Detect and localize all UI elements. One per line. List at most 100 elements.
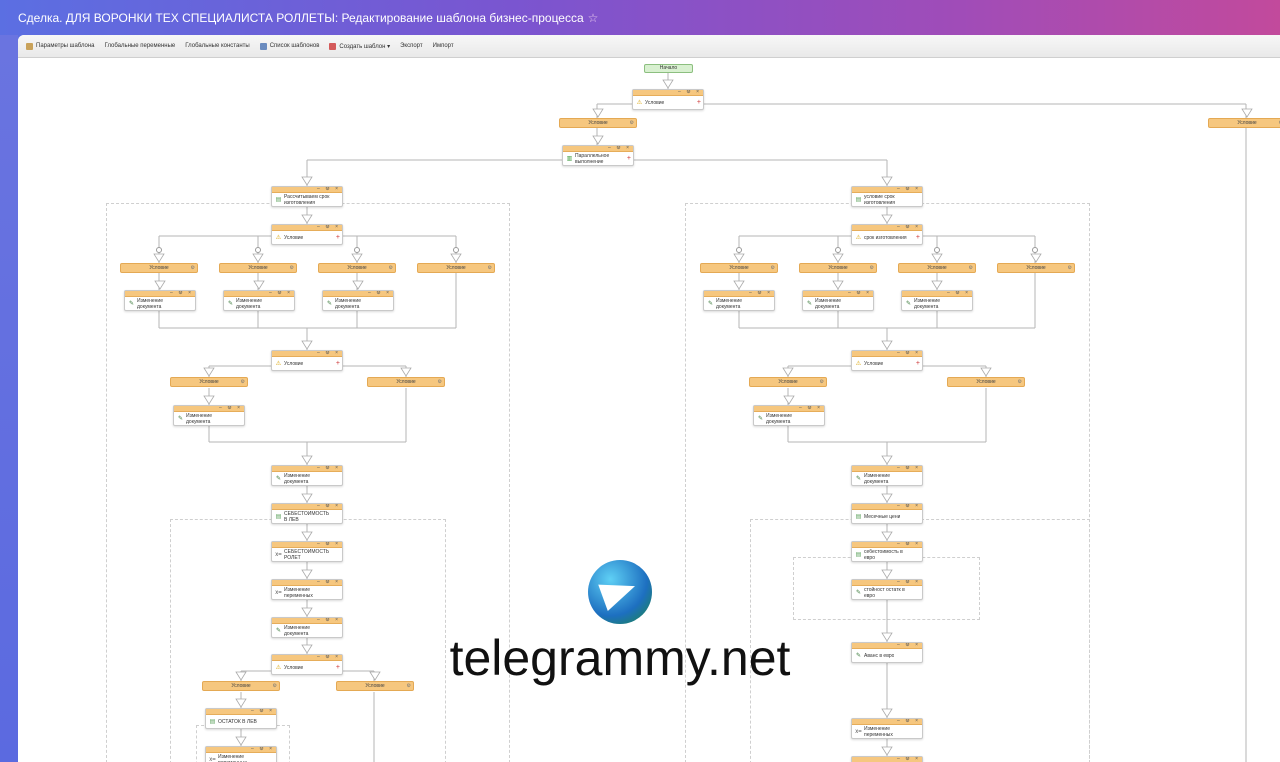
branch-block[interactable]: Условие⚙ [120,263,198,273]
activity-controls-icon[interactable]: – ⚙ × [897,643,920,648]
activity-block[interactable]: – ⚙ ×⚠срок изготовления+ [851,224,923,245]
activity-controls-icon[interactable]: – ⚙ × [749,291,772,296]
gear-icon[interactable]: ⚙ [272,683,277,689]
start-block[interactable]: Начало [644,64,693,73]
activity-block[interactable]: – ⚙ ×▤Рассчитываем срок изготовления дет… [271,186,343,207]
gear-icon[interactable]: ⚙ [819,379,824,385]
gear-icon[interactable]: ⚙ [190,265,195,271]
workflow-canvas[interactable]: Начало – ⚙ ×⚠Условие+ Условие⚙ Условие⚙ – ⚙ … [18,35,1280,762]
activity-block[interactable]: – ⚙ ×▤СЕБЕСТОИМОСТЬ В ЛЕВ [271,503,343,524]
activity-block[interactable]: – ⚙ ×✎Изменение документа [124,290,196,311]
activity-controls-icon[interactable]: – ⚙ × [897,187,920,192]
add-branch-icon[interactable]: + [915,360,920,367]
activity-controls-icon[interactable]: – ⚙ × [897,542,920,547]
activity-controls-icon[interactable]: – ⚙ × [897,719,920,724]
activity-controls-icon[interactable]: – ⚙ × [897,466,920,471]
activity-controls-icon[interactable]: – ⚙ × [368,291,391,296]
gear-icon[interactable]: ⚙ [629,120,634,126]
branch-block[interactable]: Условие⚙ [799,263,877,273]
branch-block[interactable]: Условие⚙ [367,377,445,387]
activity-block[interactable]: – ⚙ ×▤себестоимость в евро [851,541,923,562]
activity-controls-icon[interactable]: – ⚙ × [897,580,920,585]
activity-block[interactable]: – ⚙ ×x=Изменение переменных [205,746,277,762]
activity-block[interactable]: – ⚙ ×✎Изменение документа [753,405,825,426]
branch-block[interactable]: Условие⚙ [947,377,1025,387]
gear-icon[interactable]: ⚙ [240,379,245,385]
gear-icon[interactable]: ⚙ [289,265,294,271]
branch-block[interactable]: Условие⚙ [202,681,280,691]
activity-controls-icon[interactable]: – ⚙ × [897,225,920,230]
add-branch-icon[interactable]: + [335,664,340,671]
activity-controls-icon[interactable]: – ⚙ × [317,504,340,509]
activity-block[interactable]: – ⚙ ×✎Изменение документа [173,405,245,426]
toolbar-button-3[interactable]: Список шаблонов [259,42,319,50]
activity-block[interactable]: – ⚙ ×✎Изменение документа [851,465,923,486]
gear-icon[interactable]: ⚙ [388,265,393,271]
activity-controls-icon[interactable]: – ⚙ × [897,351,920,356]
activity-block[interactable]: – ⚙ ×✎Изменение документа [223,290,295,311]
branch-block[interactable]: Условие⚙ [559,118,637,128]
activity-block[interactable]: – ⚙ ×⚠Условие+ [851,350,923,371]
activity-block[interactable]: – ⚙ ×▥Параллельное выполнение+ [562,145,634,166]
add-branch-icon[interactable]: + [915,234,920,241]
activity-controls-icon[interactable]: – ⚙ × [317,351,340,356]
activity-controls-icon[interactable]: – ⚙ × [317,187,340,192]
activity-block[interactable]: – ⚙ ×✎Изменение документа [271,617,343,638]
gear-icon[interactable]: ⚙ [487,265,492,271]
gear-icon[interactable]: ⚙ [437,379,442,385]
activity-block[interactable]: – ⚙ ×⚠Условие+ [632,89,704,110]
toolbar-button-6[interactable]: Импорт [433,43,454,49]
activity-block[interactable]: – ⚙ ×x=Изменение переменных [851,718,923,739]
activity-block[interactable]: – ⚙ ×✎Изменение документа [271,465,343,486]
branch-block[interactable]: Условие⚙ [318,263,396,273]
branch-block[interactable]: Условие⚙ [898,263,976,273]
add-branch-icon[interactable]: + [626,155,631,162]
branch-block[interactable]: Условие⚙ [219,263,297,273]
activity-controls-icon[interactable]: – ⚙ × [317,466,340,471]
toolbar-button-4[interactable]: Создать шаблон ▾ [329,42,390,50]
activity-controls-icon[interactable]: – ⚙ × [317,655,340,660]
activity-controls-icon[interactable]: – ⚙ × [317,542,340,547]
gear-icon[interactable]: ⚙ [869,265,874,271]
activity-controls-icon[interactable]: – ⚙ × [897,504,920,509]
activity-controls-icon[interactable]: – ⚙ × [219,406,242,411]
activity-block[interactable]: – ⚙ ×✎Изменение документа [901,290,973,311]
gear-icon[interactable]: ⚙ [1017,379,1022,385]
branch-block[interactable]: Условие⚙ [997,263,1075,273]
activity-controls-icon[interactable]: – ⚙ × [251,709,274,714]
gear-icon[interactable]: ⚙ [1067,265,1072,271]
branch-block[interactable]: Условие⚙ [336,681,414,691]
activity-controls-icon[interactable]: – ⚙ × [170,291,193,296]
toolbar-button-0[interactable]: Параметры шаблона [26,42,95,50]
activity-block[interactable]: – ⚙ ×▤условие срок изготовления [851,186,923,207]
activity-block[interactable]: – ⚙ ×▤Месечные цени [851,503,923,524]
activity-block[interactable]: – ⚙ ×✎Изменение документа [802,290,874,311]
activity-controls-icon[interactable]: – ⚙ × [317,225,340,230]
activity-controls-icon[interactable]: – ⚙ × [947,291,970,296]
activity-block[interactable]: – ⚙ ×✎ [851,756,923,762]
activity-controls-icon[interactable]: – ⚙ × [848,291,871,296]
add-branch-icon[interactable]: + [335,360,340,367]
activity-block[interactable]: – ⚙ ×✎Изменение документа [703,290,775,311]
activity-block[interactable]: – ⚙ ×✎стойност остатк в евро [851,579,923,600]
activity-block[interactable]: – ⚙ ×⚠Условие+ [271,654,343,675]
activity-controls-icon[interactable]: – ⚙ × [897,757,920,762]
activity-block[interactable]: – ⚙ ×✎Изменение документа [322,290,394,311]
toolbar-button-2[interactable]: Глобальные константы [185,43,249,49]
activity-controls-icon[interactable]: – ⚙ × [317,580,340,585]
add-branch-icon[interactable]: + [335,234,340,241]
gear-icon[interactable]: ⚙ [770,265,775,271]
activity-controls-icon[interactable]: – ⚙ × [317,618,340,623]
activity-block[interactable]: – ⚙ ×▤ОСТАТОК В ЛЕВ [205,708,277,729]
gear-icon[interactable]: ⚙ [406,683,411,689]
activity-block[interactable]: – ⚙ ×⚠Условие+ [271,350,343,371]
toolbar-button-1[interactable]: Глобальные переменные [105,43,176,49]
favorite-star-icon[interactable]: ☆ [587,11,599,25]
activity-block[interactable]: – ⚙ ×x=СЕБЕСТОИМОСТЬ РОЛЕТ [271,541,343,562]
activity-block[interactable]: – ⚙ ×✎Аванс в евро [851,642,923,663]
toolbar-button-5[interactable]: Экспорт [400,43,423,49]
activity-controls-icon[interactable]: – ⚙ × [608,146,631,151]
activity-controls-icon[interactable]: – ⚙ × [269,291,292,296]
branch-block[interactable]: Условие⚙ [749,377,827,387]
activity-controls-icon[interactable]: – ⚙ × [799,406,822,411]
